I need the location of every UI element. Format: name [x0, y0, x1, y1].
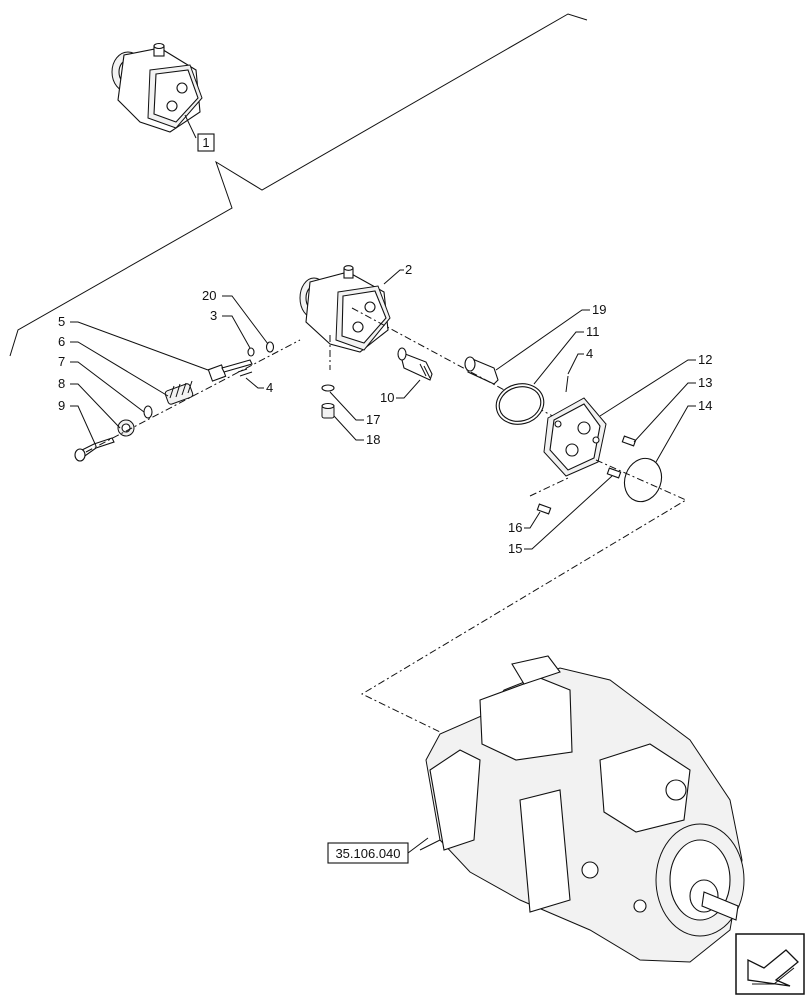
- item-label: 13: [698, 375, 712, 390]
- bolt-16: [536, 503, 552, 515]
- thumbnail-assembly: [111, 42, 203, 139]
- item-label: 19: [592, 302, 606, 317]
- item-label: 11: [586, 324, 600, 339]
- item-label: 7: [58, 354, 65, 369]
- item-label: 15: [508, 541, 522, 556]
- item-label: 20: [202, 288, 216, 303]
- item-label: 12: [698, 352, 712, 367]
- item-label: 17: [366, 412, 380, 427]
- item-label: 4: [266, 380, 273, 395]
- item-label: 2: [405, 262, 412, 277]
- item-label: 16: [508, 520, 522, 535]
- reference-label: 35.106.040: [335, 846, 400, 861]
- item-label: 10: [380, 390, 394, 405]
- pump-cover: [543, 397, 607, 477]
- o-ring-14: [623, 457, 663, 503]
- item-label: 4: [586, 346, 593, 361]
- item-label-box: [197, 133, 215, 152]
- item-label: 9: [58, 398, 65, 413]
- shaft-parts: [397, 347, 499, 385]
- pin: [565, 375, 569, 393]
- bolt-15: [606, 467, 622, 479]
- main-pump-illustration: [419, 655, 745, 963]
- assembly-axis-line: [529, 477, 569, 497]
- bolt-13: [621, 435, 637, 447]
- assembly-axis-line: [360, 459, 688, 733]
- section-divider-line: [9, 13, 588, 357]
- o-ring-small: [321, 384, 335, 392]
- plug: [321, 402, 335, 419]
- relief-valve-parts: [74, 341, 275, 462]
- item-label: 6: [58, 334, 65, 349]
- item-label: 3: [210, 308, 217, 323]
- item-label: 8: [58, 376, 65, 391]
- assembly-axis-line: [85, 339, 301, 453]
- item-label: 5: [58, 314, 65, 329]
- pump-housing: [299, 265, 391, 353]
- item-label: 14: [698, 398, 712, 413]
- item-label: 1: [202, 135, 209, 150]
- item-label: 18: [366, 432, 380, 447]
- next-page-arrow-icon[interactable]: [735, 933, 805, 995]
